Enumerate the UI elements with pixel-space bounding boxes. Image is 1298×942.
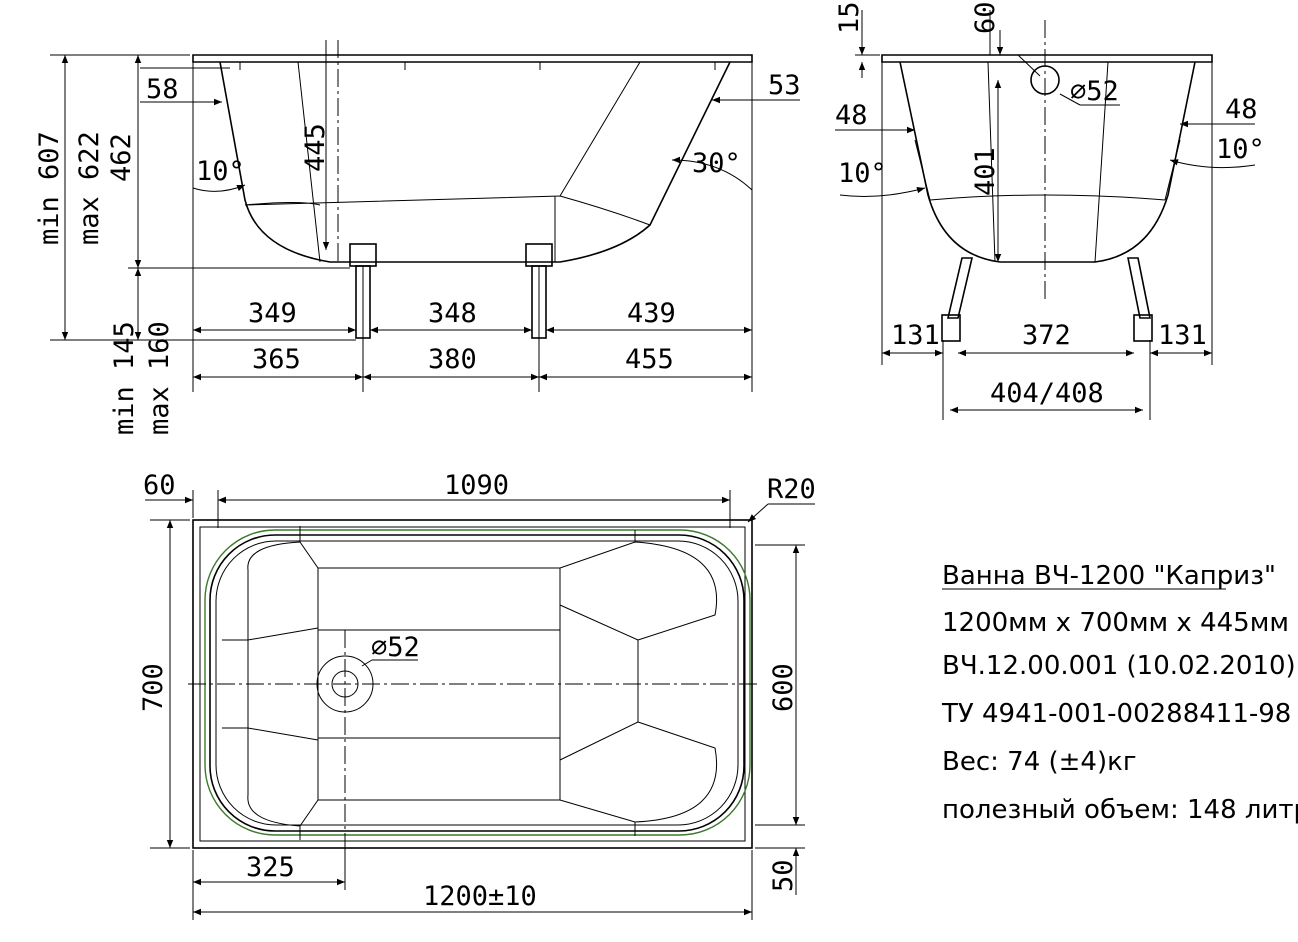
end-view: 15 60 ⌀52 48 48 10° 10° 401 131 372 131 … (834, 1, 1265, 420)
end-dim-height: 401 (970, 147, 1001, 196)
side-dim-right-rim: 53 (768, 70, 801, 101)
side-dim-right-angle: 30° (692, 148, 741, 179)
plan-dim-inner-width: 600 (768, 663, 799, 712)
info-volume: полезный объем: 148 литров (942, 795, 1298, 825)
end-dim-foot-mid: 372 (1022, 320, 1071, 351)
info-weight: Вес: 74 (±4)кг (942, 747, 1136, 777)
end-body-outline (899, 61, 1196, 263)
plan-inner-facets (222, 526, 717, 840)
side-dim-height-max: max 622 (74, 131, 105, 245)
side-dim-left-angle: 10° (196, 156, 245, 187)
side-dim-seg-a2: 348 (428, 298, 477, 329)
side-dim-inner-height: 462 (106, 133, 137, 182)
side-dim-seg-b3: 455 (625, 344, 674, 375)
side-dim-seg-b1: 365 (252, 344, 301, 375)
info-size: 1200мм x 700мм x 445мм (942, 608, 1289, 638)
end-dim-top-60: 60 (970, 1, 1001, 34)
plan-view: ⌀52 60 1090 R20 700 600 50 325 1200±10 (138, 470, 816, 920)
end-leg-left (941, 257, 974, 342)
plan-dim-width: 700 (138, 663, 169, 712)
side-view: min 607 max 622 462 445 min 145 max 160 … (34, 40, 801, 435)
end-dim-foot-right: 131 (1158, 320, 1207, 351)
plan-inner-bowl (209, 534, 745, 832)
plan-dim-length: 1200±10 (423, 881, 537, 912)
end-dim-foot-left: 131 (891, 320, 940, 351)
end-dim-left-angle: 10° (838, 158, 887, 189)
plan-dim-radius: R20 (767, 474, 816, 505)
plan-drain-outer (316, 655, 374, 713)
side-dim-depth: 445 (300, 123, 331, 172)
end-rim (881, 54, 1213, 63)
side-leg-left (349, 243, 377, 339)
info-code: ВЧ.12.00.001 (10.02.2010) (942, 651, 1296, 681)
plan-dim-drain: ⌀52 (371, 632, 420, 663)
end-dim-right-angle: 10° (1216, 134, 1265, 165)
end-drain-circle (1030, 65, 1060, 95)
side-dim-leg-max: max 160 (144, 321, 175, 435)
plan-dim-drain-offset: 325 (246, 852, 295, 883)
side-dim-seg-a3: 439 (627, 298, 676, 329)
end-dim-top-15: 15 (834, 1, 865, 34)
side-dim-left-rim: 58 (146, 74, 179, 105)
end-dim-left-48: 48 (835, 100, 868, 131)
side-dim-seg-a1: 349 (248, 298, 297, 329)
plan-dim-bottom-50: 50 (768, 859, 799, 892)
plan-dim-inner-len: 1090 (444, 470, 509, 501)
side-rim (192, 54, 753, 63)
plan-dim-rim-60: 60 (143, 470, 176, 501)
side-body-outline (219, 61, 731, 263)
end-dim-foot-span: 404/408 (990, 378, 1104, 409)
info-block: Ванна ВЧ-1200 "Каприз" 1200мм x 700мм x … (941, 561, 1298, 825)
plan-drain-inner (331, 670, 359, 698)
side-dim-seg-b2: 380 (428, 344, 477, 375)
side-dim-leg-min: min 145 (109, 321, 140, 435)
info-title: Ванна ВЧ-1200 "Каприз" (942, 561, 1276, 591)
end-dim-drain: ⌀52 (1070, 76, 1119, 107)
side-leg-right (525, 243, 553, 339)
end-leg-right (1127, 257, 1153, 342)
end-inner-lines (914, 61, 1181, 263)
plan-green-edge (204, 529, 751, 836)
side-inner-lines (244, 61, 651, 263)
side-dim-height-min: min 607 (34, 131, 65, 245)
info-standard: ТУ 4941-001-00288411-98 (941, 699, 1291, 729)
end-dim-right-48: 48 (1225, 94, 1258, 125)
